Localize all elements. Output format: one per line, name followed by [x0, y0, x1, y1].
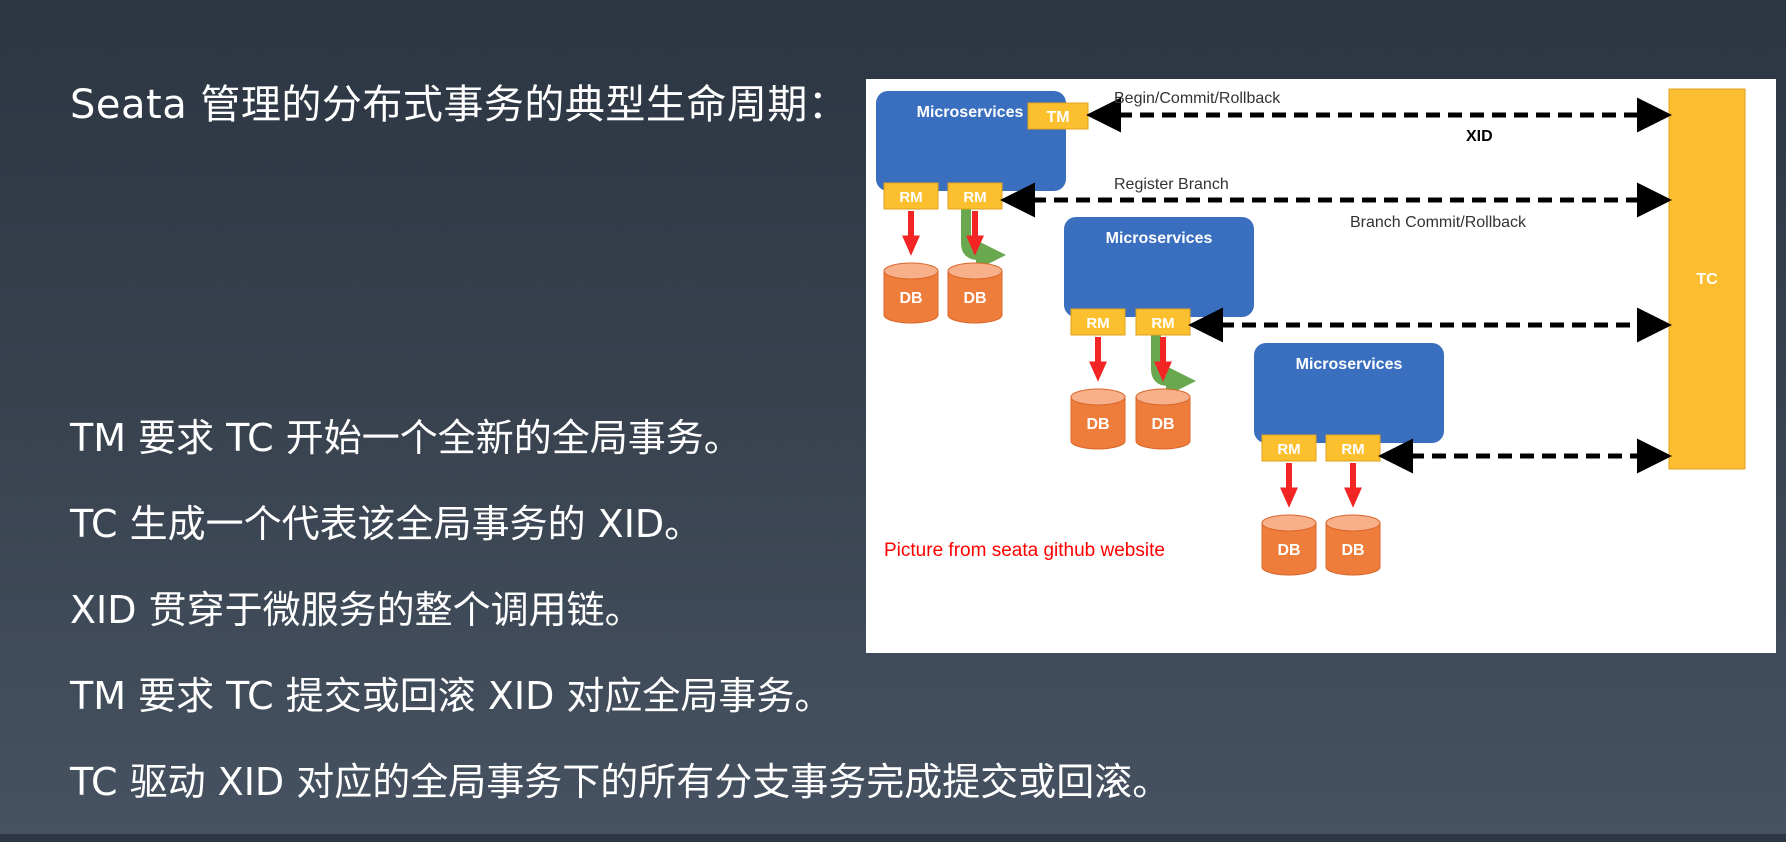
- register-branch-label: Register Branch: [1114, 176, 1229, 193]
- microservice-box-2: [1064, 217, 1254, 317]
- db-cylinder-2a: [1070, 388, 1126, 450]
- microservice-label-2: Microservices: [1106, 230, 1213, 247]
- microservice-box-1: [876, 91, 1066, 191]
- db-label-1a: DB: [899, 290, 922, 307]
- rm-label-1b: RM: [963, 189, 986, 206]
- branch-commit-rollback-label: Branch Commit/Rollback: [1350, 214, 1527, 231]
- slide-title: Seata 管理的分布式事务的典型生命周期：: [70, 82, 849, 128]
- step-3: XID 贯穿于微服务的整个调用链。: [70, 588, 643, 632]
- rm-box-2a: [1070, 308, 1126, 336]
- diagram-canvas: TC Microservices TM RM RM Microservices …: [876, 88, 1746, 576]
- microservice-box-3: [1254, 343, 1444, 443]
- rm-box-2b: [1135, 308, 1191, 336]
- step-5: TC 驱动 XID 对应的全局事务下的所有分支事务完成提交或回滚。: [70, 760, 1171, 804]
- db-label-3a: DB: [1277, 542, 1300, 559]
- db-cylinder-1a: [883, 262, 939, 324]
- lifecycle-steps: TM 要求 TC 开始一个全新的全局事务。 TC 生成一个代表该全局事务的 XI…: [70, 412, 1170, 842]
- rm-label-2a: RM: [1086, 315, 1109, 332]
- rm-box-3a: [1261, 434, 1317, 462]
- tc-box: [1668, 88, 1746, 470]
- rm-box-1b: [947, 182, 1003, 210]
- db-label-1b: DB: [963, 290, 986, 307]
- db-cylinder-3b: [1325, 514, 1381, 576]
- microservice-label-3: Microservices: [1296, 356, 1403, 373]
- step-4: TM 要求 TC 提交或回滚 XID 对应全局事务。: [70, 674, 833, 718]
- begin-commit-rollback-label: Begin/Commit/Rollback: [1114, 90, 1281, 107]
- db-cylinder-1b: [947, 262, 1003, 324]
- seata-architecture-diagram: TC Microservices TM RM RM Microservices …: [866, 79, 1776, 653]
- diagram-caption: Picture from seata github website: [884, 540, 1165, 561]
- db-label-2b: DB: [1151, 416, 1174, 433]
- rm-label-1a: RM: [899, 189, 922, 206]
- xid-label: XID: [1466, 128, 1493, 145]
- tc-label: TC: [1696, 271, 1718, 288]
- db-cylinder-2b: [1135, 388, 1191, 450]
- db-label-2a: DB: [1086, 416, 1109, 433]
- rm-label-3b: RM: [1341, 441, 1364, 458]
- step-1: TM 要求 TC 开始一个全新的全局事务。: [70, 416, 742, 460]
- tm-box: [1027, 102, 1089, 130]
- step-2: TC 生成一个代表该全局事务的 XID。: [70, 502, 703, 546]
- db-cylinder-3a: [1261, 514, 1317, 576]
- microservice-label-1: Microservices: [917, 104, 1024, 121]
- rm-box-3b: [1325, 434, 1381, 462]
- rm-label-2b: RM: [1151, 315, 1174, 332]
- tm-label: TM: [1046, 109, 1069, 126]
- db-label-3b: DB: [1341, 542, 1364, 559]
- rm-box-1a: [883, 182, 939, 210]
- rm-label-3a: RM: [1277, 441, 1300, 458]
